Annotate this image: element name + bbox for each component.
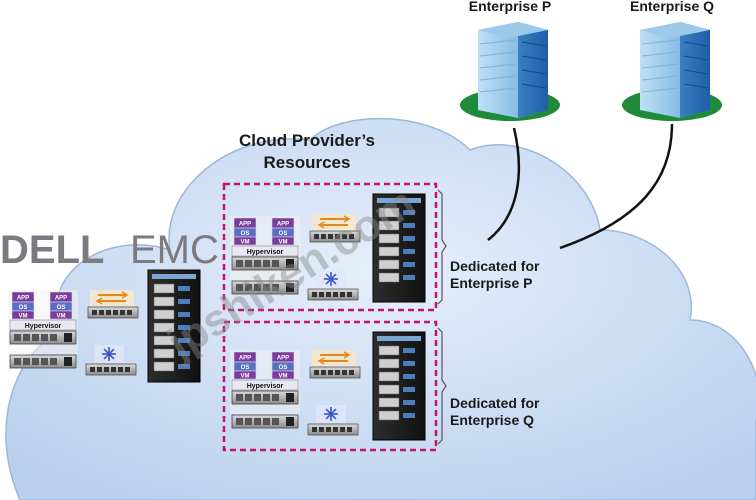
hypervisor-label: Hypervisor [25,323,62,330]
svg-text:APP: APP [239,356,251,362]
server-icon [9,330,77,345]
bracket-q [437,327,447,445]
hypervisor-host: APP OS VM APP OS VM Hypervisor [230,216,300,295]
hypervisor-host: APP OS VM APP OS VM Hypervisor [8,290,78,369]
vm-chip: APP OS VM [11,291,35,320]
vm-chip: APP OS VM [271,217,295,246]
equipment-layer: APPOSVMAPPOSVMHypervisorAPPOSVMAPPOSVMHy… [8,193,426,441]
logo-text-emc: EMC [130,228,219,272]
logo-text-dell: DELL [0,228,104,272]
enterprise-p-building: Enterprise P [460,0,560,121]
cloud-title-line1: Cloud Provider’s [239,131,375,150]
storage-array-icon [372,331,426,441]
svg-text:OS: OS [241,365,250,371]
svg-text:VM: VM [57,314,66,320]
vm-chip: APP OS VM [233,217,257,246]
cloud-title-line2: Resources [264,153,351,172]
svg-text:VM: VM [19,314,28,320]
svg-text:OS: OS [279,231,288,237]
svg-text:APP: APP [277,356,289,362]
svg-text:VM: VM [279,374,288,380]
vm-chip: APP OS VM [233,351,257,380]
san-switch-icon [307,405,359,436]
enterprise-p-label: Enterprise P [469,0,551,14]
svg-text:VM: VM [241,240,250,246]
dedicated-p-line2: Enterprise P [450,275,532,291]
dell-emc-logo: DELL EMC [0,228,219,272]
server-icon [231,390,299,405]
vm-chip: APP OS VM [49,291,73,320]
svg-text:OS: OS [241,231,250,237]
svg-text:OS: OS [279,365,288,371]
svg-text:OS: OS [57,305,66,311]
svg-text:APP: APP [277,222,289,228]
building-icon [478,22,548,118]
server-icon [231,256,299,271]
building-icon [640,22,710,118]
dedicated-p-line1: Dedicated for [450,258,540,274]
server-icon [231,280,299,295]
server-icon [231,414,299,429]
server-icon [9,354,77,369]
storage-array-icon [147,269,201,383]
san-switch-icon [307,270,359,301]
vm-chip: APP OS VM [271,351,295,380]
hypervisor-label: Hypervisor [247,249,284,256]
connection-cables [487,123,674,250]
storage-array-icon [372,193,426,303]
bracket-p [437,189,447,305]
svg-text:OS: OS [19,305,28,311]
svg-text:APP: APP [17,296,29,302]
svg-text:VM: VM [241,374,250,380]
enterprise-q-label: Enterprise Q [630,0,714,14]
dedicated-q-line2: Enterprise Q [450,412,534,428]
svg-text:VM: VM [279,240,288,246]
hypervisor-label: Hypervisor [247,383,284,390]
dedicated-box-p [222,182,438,312]
svg-text:APP: APP [239,222,251,228]
dedicated-q-line1: Dedicated for [450,395,540,411]
enterprise-q-building: Enterprise Q [622,0,722,121]
network-switch-icon [309,214,361,243]
hypervisor-host: APP OS VM APP OS VM Hypervisor [230,350,300,429]
svg-text:APP: APP [55,296,67,302]
dedicated-box-q [222,320,438,452]
network-switch-icon [87,290,139,319]
san-switch-icon [85,345,137,376]
network-switch-icon [309,350,361,379]
